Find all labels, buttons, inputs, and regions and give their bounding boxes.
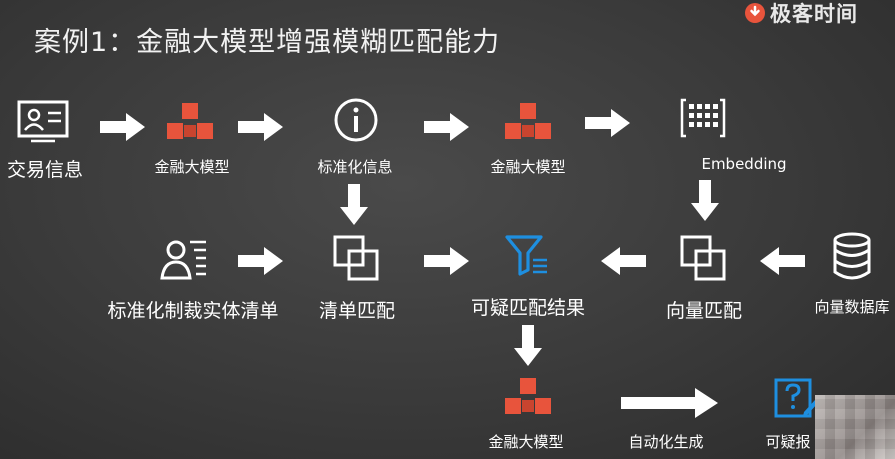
model-cubes-icon: [505, 378, 551, 414]
page-title: 案例1：金融大模型增强模糊匹配能力: [34, 27, 501, 58]
filter-icon: [505, 235, 547, 276]
arrow-right-long-icon: [621, 388, 718, 418]
overlap-squares-icon: [680, 235, 726, 281]
model-cubes-icon: [505, 103, 551, 139]
node-vector-match: 向量匹配: [665, 300, 743, 322]
node-vector-db: 向量数据库: [814, 298, 890, 316]
node-auto-gen: 自动化生成: [628, 433, 704, 451]
arrow-left-icon: [601, 247, 646, 275]
id-card-icon: [17, 100, 69, 143]
arrow-right-icon: [585, 109, 630, 137]
embedding-matrix-icon: [680, 98, 726, 138]
arrow-right-icon: [238, 113, 283, 141]
node-llm-1: 金融大模型: [154, 158, 230, 176]
node-suspect-result: 可疑匹配结果: [470, 297, 586, 319]
arrow-left-icon: [760, 247, 805, 275]
arrow-down-icon: [691, 180, 719, 221]
node-llm-3: 金融大模型: [488, 433, 564, 451]
node-std-info: 标准化信息: [317, 158, 393, 176]
arrow-down-icon: [340, 184, 368, 225]
model-cubes-icon: [167, 103, 213, 139]
info-icon: [334, 98, 378, 142]
webcam-overlay: [815, 395, 895, 459]
database-icon: [833, 232, 871, 280]
node-list-match: 清单匹配: [318, 300, 396, 322]
arrow-right-icon: [424, 247, 469, 275]
person-list-icon: [160, 240, 206, 280]
overlap-squares-icon: [333, 235, 379, 281]
arrow-right-icon: [238, 247, 283, 275]
arrow-down-icon: [514, 325, 542, 366]
node-embedding: Embedding: [701, 155, 787, 173]
node-suspect-report: 可疑报: [765, 433, 811, 451]
brand-logo: 极客时间: [744, 0, 858, 26]
arrow-right-icon: [100, 113, 145, 141]
node-sanction-list: 标准化制裁实体清单: [107, 300, 279, 322]
node-trade-info: 交易信息: [6, 159, 84, 181]
question-edit-icon: [774, 378, 818, 418]
brand-mark-icon: [745, 3, 765, 23]
brand-name: 极客时间: [770, 2, 858, 26]
node-llm-2: 金融大模型: [490, 158, 566, 176]
arrow-right-icon: [424, 113, 469, 141]
